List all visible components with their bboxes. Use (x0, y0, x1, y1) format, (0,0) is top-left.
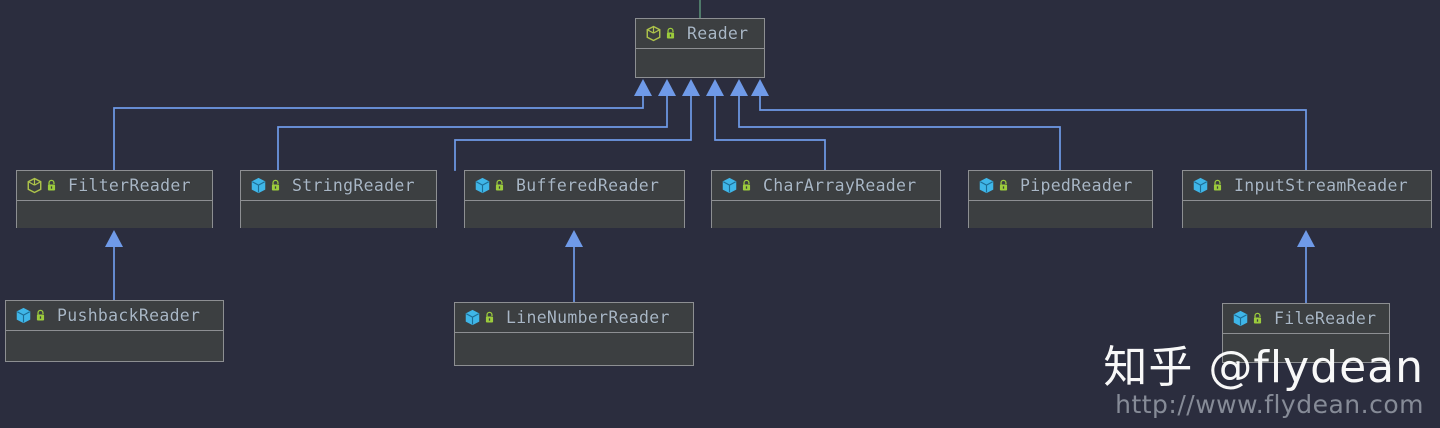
edge-stringreader-to-reader (277, 94, 668, 171)
class-node-header: FilterReader (17, 171, 212, 201)
edge-pipedreader-to-reader (738, 94, 1061, 171)
class-node-linenumberreader[interactable]: LineNumberReader (454, 302, 694, 366)
lock-icon (46, 179, 57, 192)
generalization-arrowheads-reader (634, 79, 769, 96)
class-node-filereader[interactable]: FileReader (1222, 303, 1390, 363)
class-node-reader[interactable]: Reader (635, 18, 765, 78)
class-node-title: LineNumberReader (506, 308, 670, 327)
class-node-title: InputStreamReader (1234, 176, 1408, 195)
class-node-header: Reader (636, 19, 764, 49)
abstract-class-cube-icon (645, 25, 662, 42)
class-node-title: PushbackReader (57, 306, 201, 325)
class-node-members (1223, 334, 1389, 361)
class-node-stringreader[interactable]: StringReader (240, 170, 437, 228)
class-node-members (1183, 201, 1431, 228)
lock-icon (270, 179, 281, 192)
edge-filterreader-to-reader (113, 94, 644, 171)
class-cube-icon (474, 177, 491, 194)
class-cube-icon (1192, 177, 1209, 194)
watermark-url: http://www.flydean.com (1115, 390, 1424, 420)
class-node-header: PushbackReader (6, 301, 223, 331)
class-node-members (241, 201, 436, 228)
class-node-header: BufferedReader (465, 171, 684, 201)
lock-icon (494, 179, 505, 192)
class-node-header: CharArrayReader (712, 171, 940, 201)
class-node-header: LineNumberReader (455, 303, 693, 333)
lock-icon (665, 27, 676, 40)
lock-icon (741, 179, 752, 192)
class-cube-icon (464, 309, 481, 326)
class-node-chararrayreader[interactable]: CharArrayReader (711, 170, 941, 228)
class-cube-icon (250, 177, 267, 194)
class-cube-icon (978, 177, 995, 194)
class-node-members (712, 201, 940, 228)
class-node-members (636, 49, 764, 76)
class-node-inputstreamreader[interactable]: InputStreamReader (1182, 170, 1432, 228)
class-cube-icon (721, 177, 738, 194)
class-node-header: InputStreamReader (1183, 171, 1431, 201)
class-node-bufferedreader[interactable]: BufferedReader (464, 170, 685, 228)
edge-inputstreamreader-to-reader (759, 94, 1307, 171)
class-node-title: FilterReader (68, 176, 191, 195)
generalization-arrowheads-level2 (105, 230, 1315, 247)
edge-bufferedreader-to-reader (454, 94, 692, 171)
lock-icon (998, 179, 1009, 192)
class-node-pushbackreader[interactable]: PushbackReader (5, 300, 224, 362)
class-node-pipedreader[interactable]: PipedReader (968, 170, 1153, 228)
class-node-header: FileReader (1223, 304, 1389, 334)
class-node-filterreader[interactable]: FilterReader (16, 170, 213, 228)
lock-icon (1212, 179, 1223, 192)
class-node-members (17, 201, 212, 228)
class-node-title: FileReader (1274, 309, 1377, 328)
class-node-title: CharArrayReader (763, 176, 917, 195)
class-node-title: BufferedReader (516, 176, 660, 195)
lock-icon (484, 311, 495, 324)
edge-chararrayreader-to-reader (714, 94, 826, 171)
class-node-title: Reader (687, 24, 749, 43)
class-cube-icon (15, 307, 32, 324)
class-node-members (969, 201, 1152, 228)
abstract-class-cube-icon (26, 177, 43, 194)
class-node-members (465, 201, 684, 228)
class-cube-icon (1232, 310, 1249, 327)
class-node-title: PipedReader (1020, 176, 1133, 195)
class-node-header: PipedReader (969, 171, 1152, 201)
class-node-title: StringReader (292, 176, 415, 195)
class-node-members (455, 333, 693, 360)
lock-icon (35, 309, 46, 322)
lock-icon (1252, 312, 1263, 325)
class-node-header: StringReader (241, 171, 436, 201)
class-node-members (6, 331, 223, 358)
